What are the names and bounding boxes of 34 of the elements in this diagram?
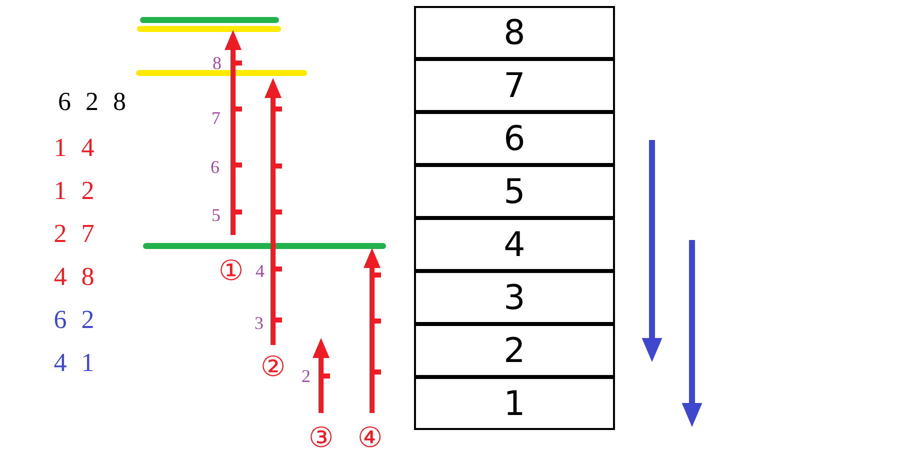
tick-label: 8 [212, 54, 222, 72]
cell-number: 7 [504, 66, 526, 106]
stack-cell [414, 59, 615, 112]
tick-label: 7 [212, 109, 220, 127]
circled-number: ③ [308, 425, 334, 453]
number-pair: 1 4 [54, 135, 94, 161]
circled-number: ① [218, 258, 244, 286]
stack-cell [414, 377, 615, 430]
number-pair: 4 1 [54, 350, 94, 376]
stack-cell [414, 112, 615, 165]
cell-number: 3 [504, 278, 526, 318]
cell-number: 8 [504, 12, 526, 52]
stack-cell [414, 6, 615, 59]
tick-label: 2 [302, 367, 310, 385]
circled-number: ② [260, 354, 286, 382]
cell-number: 6 [504, 118, 526, 158]
tick-label: 5 [212, 206, 220, 224]
number-pair: 4 8 [54, 264, 94, 290]
circled-number: ④ [358, 425, 382, 453]
tick-label: 4 [256, 262, 264, 280]
tick-label: 3 [254, 314, 264, 332]
cell-number: 5 [504, 172, 526, 212]
number-pair: 1 2 [54, 178, 94, 204]
stack-cell [414, 271, 615, 324]
number-row: 6 2 8 [58, 89, 126, 115]
cell-number: 1 [504, 384, 526, 424]
stack-cell [414, 324, 615, 377]
number-pair: 2 7 [54, 221, 94, 247]
cell-number: 4 [504, 224, 526, 264]
cell-number: 2 [504, 330, 526, 370]
number-pair: 6 2 [54, 307, 94, 333]
stack-cell [414, 218, 615, 271]
tick-label: 6 [210, 158, 220, 176]
stack-cell [414, 165, 615, 218]
